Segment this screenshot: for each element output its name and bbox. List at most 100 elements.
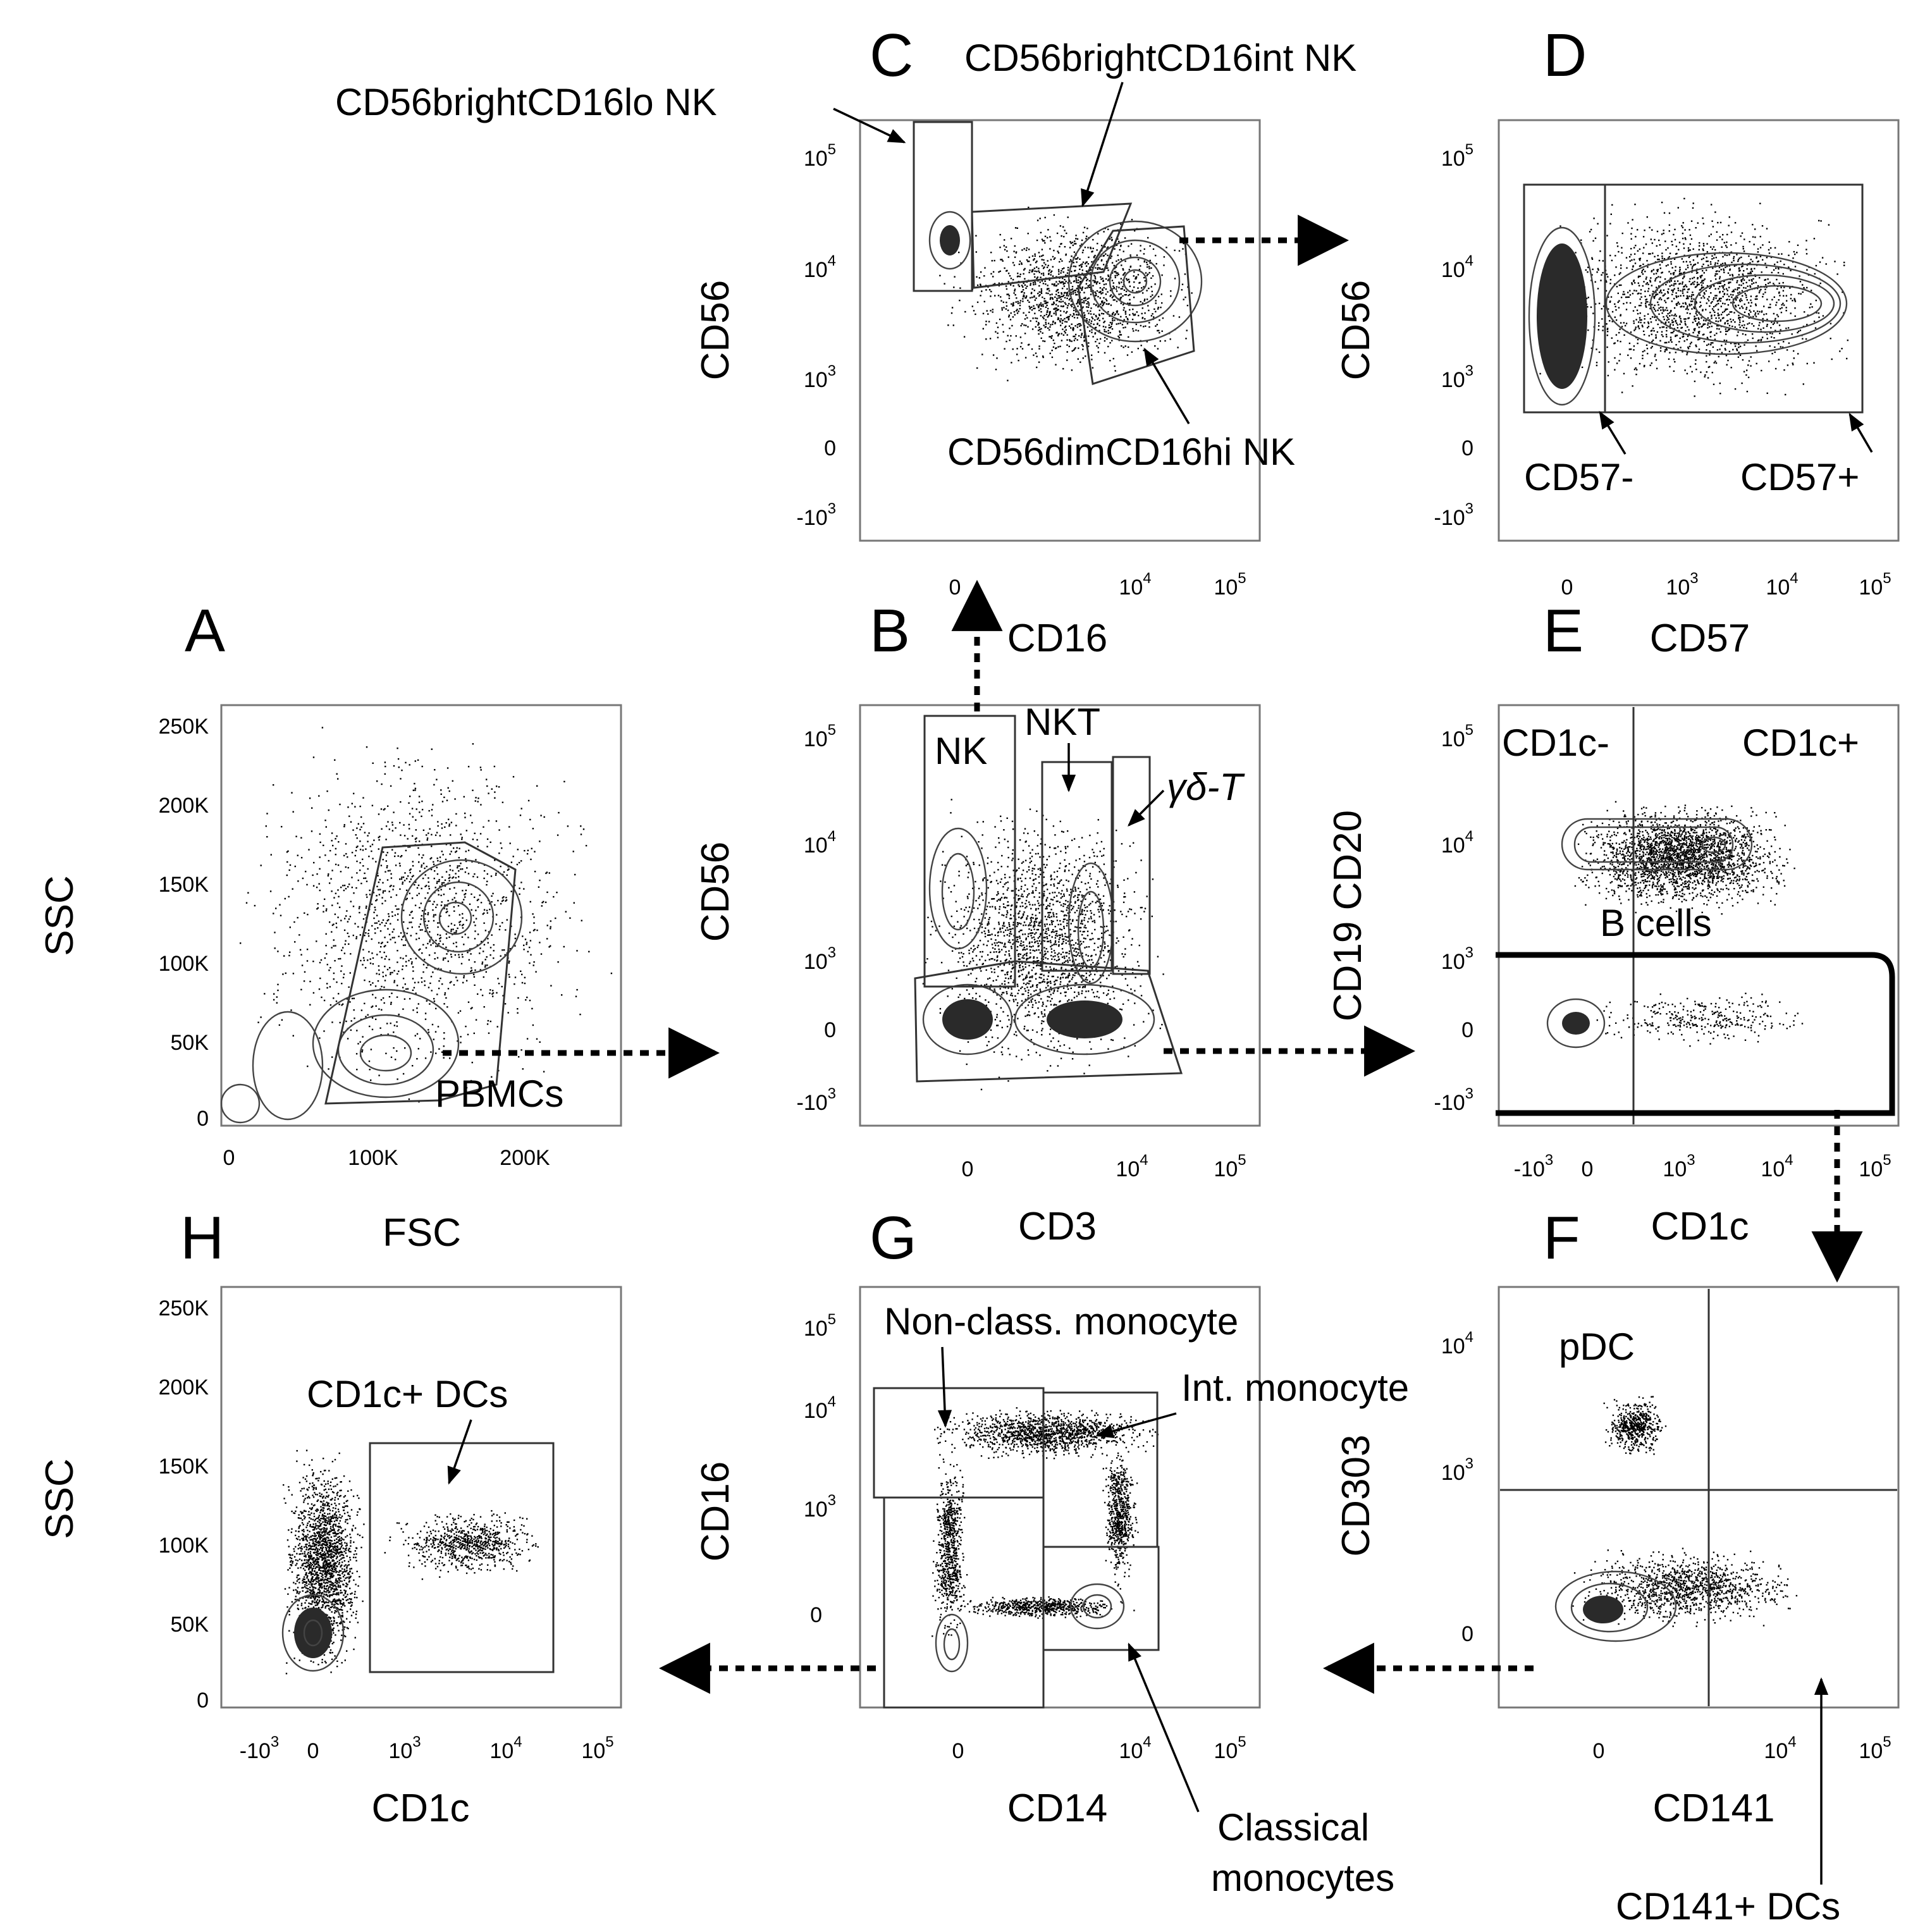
- panel-letter-d: D: [1543, 22, 1587, 89]
- event-dot: [392, 889, 394, 890]
- event-dot: [435, 1007, 437, 1009]
- event-dot: [1104, 352, 1106, 354]
- event-dot: [992, 991, 995, 994]
- event-dot: [1066, 334, 1068, 336]
- event-dot: [536, 929, 538, 932]
- event-dot: [1132, 312, 1134, 315]
- event-dot: [341, 983, 343, 985]
- event-dot: [1119, 1008, 1121, 1010]
- event-dot: [1098, 871, 1100, 873]
- event-dot: [347, 856, 348, 858]
- event-dot: [1101, 937, 1103, 938]
- event-dot: [1081, 302, 1083, 304]
- event-dot: [1003, 829, 1005, 831]
- event-dot: [379, 923, 381, 925]
- event-dot: [1043, 274, 1045, 276]
- event-dot: [1011, 820, 1014, 822]
- event-dot: [1048, 971, 1050, 974]
- event-dot: [1154, 283, 1156, 285]
- event-dot: [369, 981, 371, 983]
- event-dot: [1094, 278, 1097, 280]
- event-dot: [1018, 964, 1021, 967]
- event-dot: [1038, 252, 1040, 254]
- event-dot: [390, 785, 392, 787]
- event-dot: [1007, 987, 1009, 989]
- event-dot: [1086, 280, 1088, 281]
- event-dot: [1019, 273, 1021, 275]
- event-dot: [1104, 873, 1107, 875]
- event-dot: [1019, 910, 1021, 913]
- event-dot: [395, 864, 397, 866]
- event-dot: [465, 851, 467, 852]
- event-dot: [988, 923, 990, 925]
- event-dot: [994, 295, 996, 297]
- event-dot: [1114, 299, 1116, 301]
- event-dot: [1021, 986, 1023, 988]
- event-dot: [319, 889, 321, 892]
- event-dot: [1038, 912, 1040, 914]
- event-dot: [303, 980, 305, 982]
- event-dot: [1017, 302, 1019, 304]
- event-dot: [971, 969, 974, 971]
- event-dot: [990, 881, 992, 883]
- event-dot: [1727, 319, 1729, 322]
- event-dot: [1036, 266, 1038, 268]
- event-dot: [458, 865, 460, 867]
- event-dot: [1813, 320, 1816, 323]
- event-dot: [1029, 307, 1031, 310]
- event-dot: [973, 960, 975, 962]
- event-dot: [486, 873, 488, 875]
- event-dot: [421, 977, 422, 979]
- event-dot: [486, 909, 488, 911]
- event-dot: [1707, 264, 1709, 266]
- event-dot: [1085, 238, 1087, 240]
- event-dot: [988, 321, 990, 323]
- event-dot: [494, 791, 496, 793]
- event-dot: [1028, 901, 1030, 903]
- event-dot: [1044, 866, 1047, 868]
- event-dot: [1109, 950, 1110, 952]
- event-dot: [1037, 908, 1040, 910]
- event-dot: [1135, 329, 1137, 331]
- event-dot: [1639, 362, 1641, 365]
- event-dot: [1110, 237, 1112, 238]
- event-dot: [1174, 278, 1176, 280]
- event-dot: [1028, 964, 1030, 967]
- event-dot: [1071, 340, 1073, 342]
- tick-label: 104: [1116, 1152, 1148, 1181]
- event-dot: [376, 885, 378, 887]
- event-dot: [1138, 282, 1140, 284]
- event-dot: [1007, 1014, 1009, 1017]
- event-dot: [462, 868, 464, 870]
- event-dot: [417, 884, 420, 887]
- event-dot: [1021, 916, 1023, 919]
- event-dot: [477, 797, 479, 799]
- event-dot: [1611, 259, 1613, 262]
- event-dot: [1045, 987, 1047, 989]
- event-dot: [1062, 918, 1065, 920]
- event-dot: [1112, 282, 1114, 284]
- event-dot: [398, 970, 400, 973]
- event-dot: [1002, 1011, 1004, 1013]
- event-dot: [546, 891, 548, 894]
- event-dot: [1084, 986, 1086, 988]
- event-dot: [531, 847, 532, 849]
- event-dot: [1039, 868, 1041, 870]
- event-dot: [1590, 280, 1592, 281]
- event-dot: [1003, 307, 1005, 309]
- event-dot: [1047, 985, 1049, 987]
- event-dot: [1051, 998, 1053, 1000]
- event-dot: [1045, 264, 1047, 266]
- event-dot: [988, 934, 990, 936]
- event-dot: [1075, 859, 1077, 861]
- event-dot: [353, 997, 355, 999]
- event-dot: [1104, 925, 1105, 928]
- event-dot: [1020, 324, 1022, 327]
- event-dot: [1053, 285, 1055, 286]
- event-dot: [429, 931, 431, 933]
- event-dot: [1581, 366, 1584, 368]
- event-dot: [1033, 938, 1036, 940]
- event-dot: [1081, 333, 1083, 335]
- event-dot: [1078, 904, 1080, 907]
- event-dot: [1106, 978, 1108, 980]
